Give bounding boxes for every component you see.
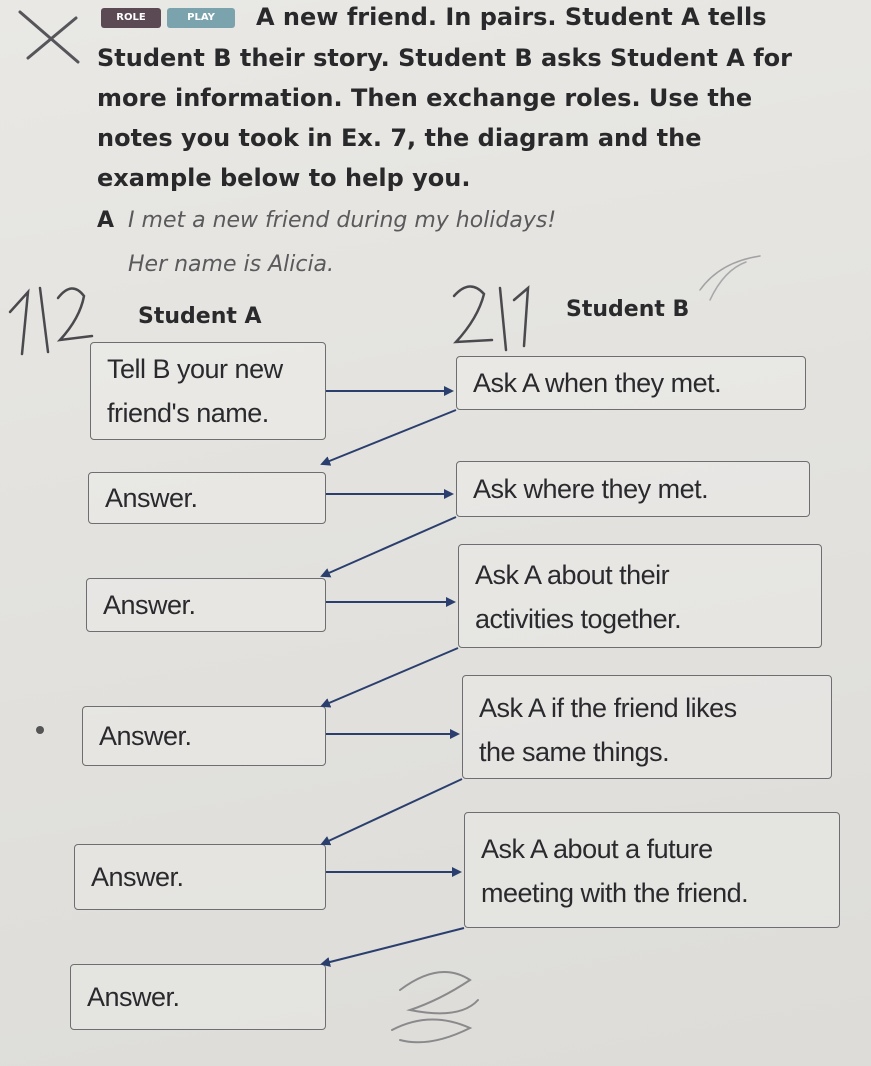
- example-line-1: A I met a new friend during my holidays!: [97, 208, 556, 233]
- box-a-5: Answer.: [74, 844, 326, 910]
- box-a-6: Answer.: [70, 964, 326, 1030]
- box-a-3: Answer.: [86, 578, 326, 632]
- example-line-2: Her name is Alicia.: [128, 252, 334, 277]
- instruction-line-2: Student B their story. Student B asks St…: [97, 44, 792, 72]
- box-b-1-text: Ask A when they met.: [473, 368, 722, 398]
- student-b-heading: Student B: [566, 297, 690, 322]
- example-text-1: I met a new friend during my holidays!: [128, 208, 557, 233]
- student-a-heading: Student A: [138, 304, 262, 329]
- box-a-2-text: Answer.: [105, 483, 198, 513]
- box-a-4-text: Answer.: [99, 721, 192, 751]
- box-a-1-line-1: Tell B your new: [107, 354, 283, 384]
- box-a-4: Answer.: [82, 706, 326, 766]
- box-a-1: Tell B your new friend's name.: [90, 342, 326, 440]
- pencil-doodles: [8, 10, 761, 1044]
- box-a-6-text: Answer.: [87, 982, 180, 1012]
- instruction-line-4: notes you took in Ex. 7, the diagram and…: [97, 124, 702, 152]
- box-b-2-text: Ask where they met.: [473, 474, 709, 504]
- pencil-dot: [36, 726, 44, 734]
- instruction-line-1: A new friend. In pairs. Student A tells: [256, 3, 767, 31]
- example-text-2: Her name is Alicia.: [128, 252, 335, 277]
- box-a-5-text: Answer.: [91, 862, 184, 892]
- arrow-b4-to-a5: [320, 778, 463, 846]
- box-a-2: Answer.: [88, 472, 326, 524]
- instruction-line-3: more information. Then exchange roles. U…: [97, 84, 753, 112]
- box-b-2: Ask where they met.: [456, 461, 810, 517]
- box-b-4-line-1: Ask A if the friend likes: [479, 693, 737, 723]
- box-b-4: Ask A if the friend likes the same thing…: [462, 675, 832, 779]
- box-b-5: Ask A about a future meeting with the fr…: [464, 812, 840, 928]
- example-letter: A: [97, 208, 115, 233]
- arrow-b5-to-a6: [320, 927, 465, 967]
- box-b-3-line-1: Ask A about their: [475, 560, 670, 590]
- box-a-1-line-2: friend's name.: [107, 398, 269, 428]
- arrow-b3-to-a4: [320, 647, 459, 708]
- role-badge: ROLE: [101, 8, 161, 28]
- box-b-5-line-2: meeting with the friend.: [481, 878, 749, 908]
- box-b-3-line-2: activities together.: [475, 604, 682, 634]
- arrow-b1-to-a2: [320, 409, 457, 466]
- play-badge: PLAY: [167, 8, 235, 28]
- box-a-3-text: Answer.: [103, 590, 196, 620]
- box-b-3: Ask A about their activities together.: [458, 544, 822, 648]
- instruction-line-5: example below to help you.: [97, 164, 471, 192]
- box-b-1: Ask A when they met.: [456, 356, 806, 410]
- arrow-b2-to-a3: [320, 516, 457, 578]
- box-b-4-line-2: the same things.: [479, 737, 670, 767]
- box-b-5-line-1: Ask A about a future: [481, 834, 713, 864]
